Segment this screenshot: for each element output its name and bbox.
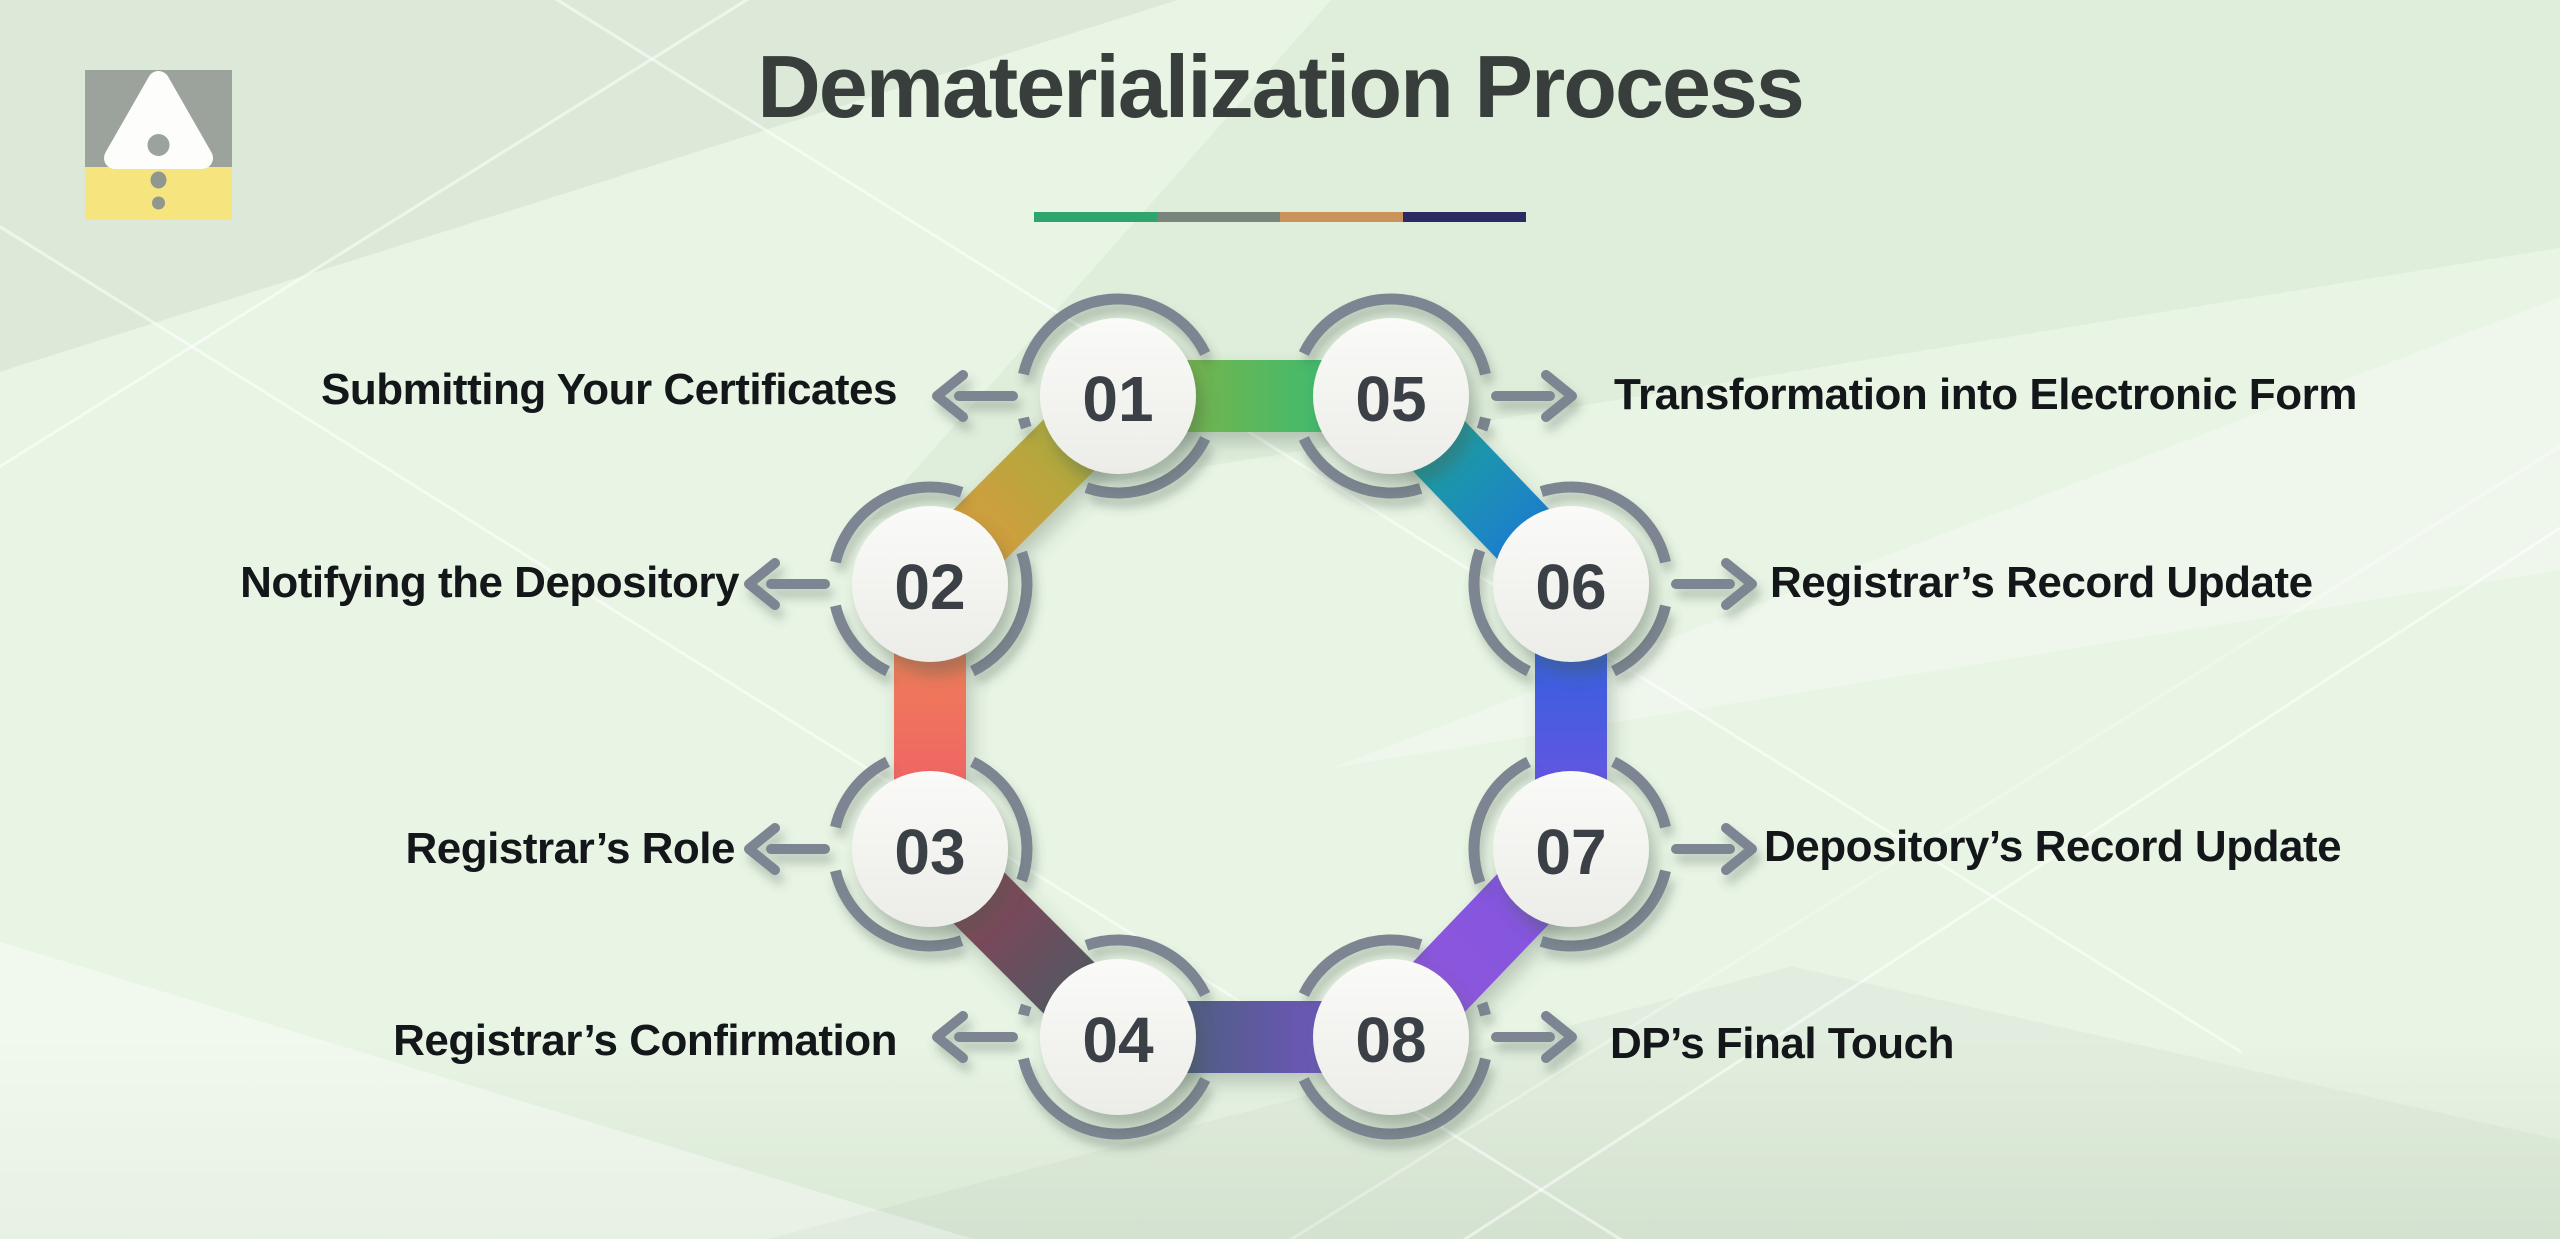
step-circle — [1493, 506, 1649, 662]
underline-segment — [1280, 212, 1403, 222]
step-number: 08 — [1355, 1004, 1426, 1076]
underline-segment — [1157, 212, 1280, 222]
page-title: Dematerialization Process — [757, 37, 1805, 136]
step-label-4: Registrar’s Confirmation — [393, 1016, 897, 1065]
step-number: 06 — [1535, 551, 1606, 623]
logo — [85, 70, 232, 220]
step-arrow — [1491, 370, 1577, 422]
step-circle — [1313, 959, 1469, 1115]
step-circle — [852, 506, 1008, 662]
step-label-1: Submitting Your Certificates — [320, 365, 898, 414]
step-number: 04 — [1082, 1004, 1154, 1076]
step-ring — [1018, 934, 1211, 1140]
step-label-5: Transformation into Electronic Form — [1614, 370, 2357, 419]
step-label-8: DP’s Final Touch — [1610, 1019, 1955, 1068]
step-label-3: Registrar’s Role — [405, 824, 736, 873]
underline-segment — [1034, 212, 1157, 222]
step-number: 01 — [1082, 363, 1153, 435]
step-circle — [1040, 318, 1196, 474]
step-arrow — [744, 558, 830, 610]
step-label-7: Depository’s Record Update — [1764, 822, 2342, 871]
step-circle — [1493, 771, 1649, 927]
step-ring — [830, 756, 1033, 952]
step-circle — [1313, 318, 1469, 474]
step-arrow — [1491, 1011, 1577, 1063]
step-number: 07 — [1535, 816, 1606, 888]
step-number: 03 — [894, 816, 965, 888]
step-arrow — [1671, 823, 1757, 875]
step-label-6: Registrar’s Record Update — [1770, 558, 2313, 607]
step-ring — [1468, 481, 1671, 677]
step-arrow — [932, 1011, 1018, 1063]
step-arrow — [1671, 558, 1757, 610]
step-ring — [1468, 756, 1671, 952]
step-arrow — [744, 823, 830, 875]
step-arrow — [932, 370, 1018, 422]
step-label-2: Notifying the Depository — [240, 558, 739, 607]
step-circle — [852, 771, 1008, 927]
warning-triangle-icon — [85, 70, 232, 220]
step-number: 05 — [1355, 363, 1426, 435]
step-ring — [1018, 293, 1211, 499]
step-circle — [1040, 959, 1196, 1115]
step-number: 02 — [894, 551, 965, 623]
step-ring — [1298, 293, 1491, 499]
step-ring — [830, 481, 1033, 677]
title-underline — [1034, 212, 1526, 222]
step-ring — [1298, 934, 1491, 1140]
underline-segment — [1403, 212, 1526, 222]
